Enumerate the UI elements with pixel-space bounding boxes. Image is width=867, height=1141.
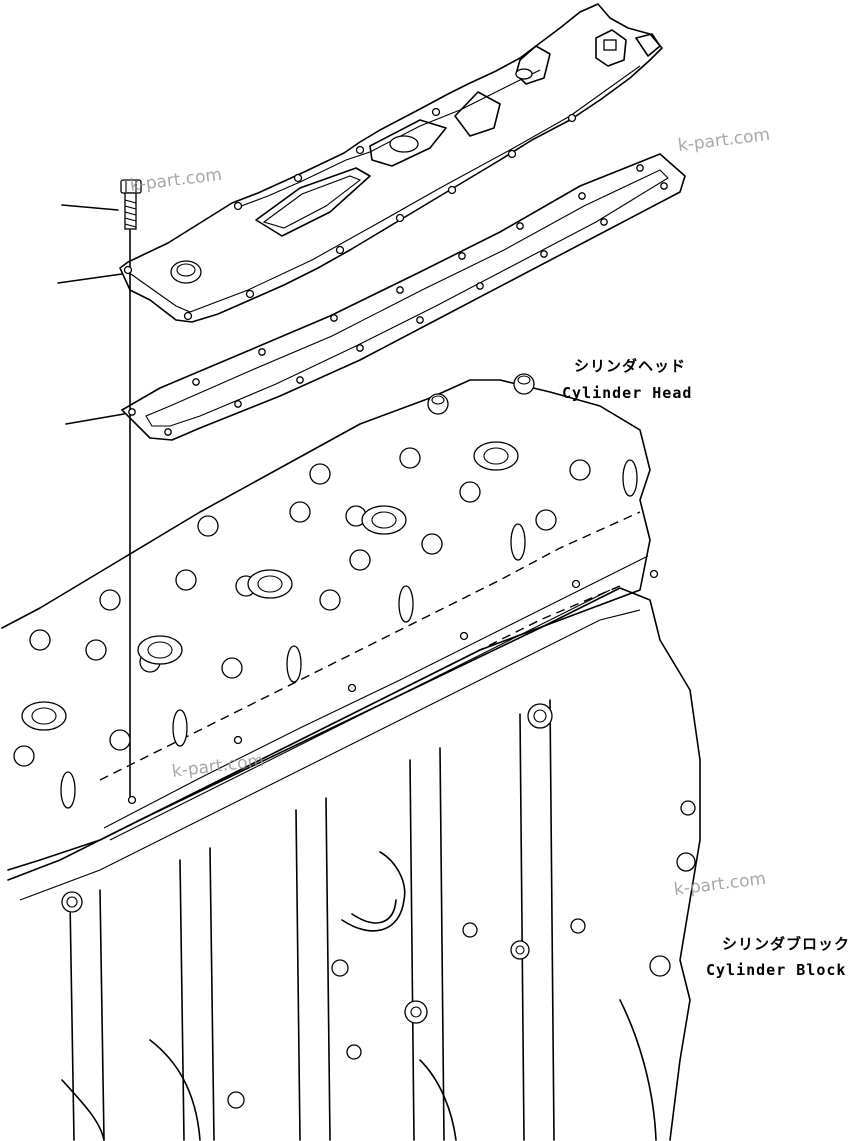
bolt-part	[120, 179, 142, 801]
gasket-part	[121, 153, 686, 441]
cylinder-head-label-jp: シリンダヘッド	[574, 357, 687, 375]
cylinder-head-part	[1, 373, 651, 871]
leader-lines	[57, 204, 125, 425]
deck-bolt-holes	[127, 569, 659, 805]
cylinder-block-label-en: Cylinder Block	[706, 961, 847, 979]
cylinder-block-label-jp: シリンダブロック	[722, 935, 851, 953]
head-cover-part	[119, 3, 663, 323]
cylinder-block-part	[7, 587, 701, 1141]
cylinder-head-label-en: Cylinder Head	[562, 384, 693, 402]
